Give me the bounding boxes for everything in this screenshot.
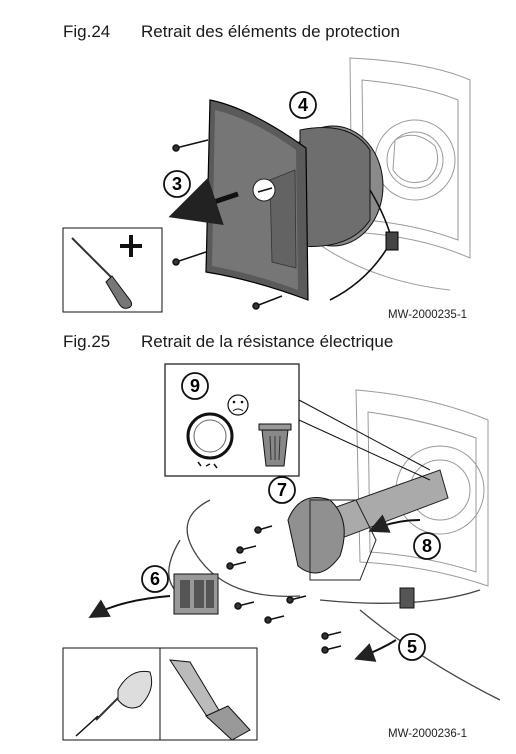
callout-5-label: 5 — [407, 637, 417, 657]
callout-6-label: 6 — [150, 569, 160, 589]
arrow-8 — [368, 514, 421, 533]
fig24-drawing: 3 4 — [62, 57, 471, 313]
arrow-6 — [88, 595, 171, 618]
trash-bin-icon — [258, 423, 292, 467]
fig25-drawing: 5 6 7 8 9 — [62, 363, 501, 741]
fig25-title: Fig.25 Retrait de la résistance électriqu… — [63, 332, 393, 352]
loose-screws — [226, 525, 342, 654]
callout-5: 5 — [398, 633, 426, 661]
callout-7: 7 — [268, 476, 296, 504]
terminal-block — [173, 573, 219, 615]
fig25-number: Fig.25 — [63, 332, 111, 351]
callout-3-label: 3 — [172, 174, 182, 194]
fig25-caption: Retrait de la résistance électrique — [141, 332, 394, 351]
callout-4: 4 — [289, 91, 317, 119]
inset-gasket-disposal: 9 — [164, 363, 431, 481]
tank-outline — [299, 57, 471, 291]
hand-screwdriver-icon — [75, 670, 153, 737]
screws — [172, 139, 283, 310]
fig24-caption: Retrait des éléments de protection — [141, 22, 400, 41]
fig24-reference: MW-2000235-1 — [388, 309, 468, 321]
plus-icon — [120, 235, 142, 257]
tool-box-screwdriver — [62, 227, 163, 313]
callout-4-label: 4 — [298, 95, 308, 115]
callout-3: 3 — [163, 170, 191, 198]
protection-cover — [205, 99, 309, 301]
socket-wrench-icon — [169, 659, 251, 741]
protection-dome — [282, 125, 384, 247]
sad-face-icon — [227, 394, 249, 416]
callout-7-label: 7 — [277, 480, 287, 500]
ring-gasket-icon — [186, 412, 234, 469]
callout-6: 6 — [141, 565, 169, 593]
callout-8: 8 — [413, 532, 441, 560]
fig24-number: Fig.24 — [63, 22, 111, 41]
callout-9: 9 — [181, 372, 209, 400]
removal-arrow — [168, 177, 239, 226]
screwdriver-icon — [71, 237, 133, 309]
fig25-reference: MW-2000236-1 — [388, 728, 468, 740]
tool-box-bottom — [62, 647, 258, 741]
arrow-5 — [354, 639, 397, 662]
fig24-title: Fig.24 Retrait des éléments de protection — [63, 22, 400, 42]
callout-8-label: 8 — [422, 536, 432, 556]
callout-9-label: 9 — [190, 376, 200, 396]
heating-element — [287, 469, 449, 581]
